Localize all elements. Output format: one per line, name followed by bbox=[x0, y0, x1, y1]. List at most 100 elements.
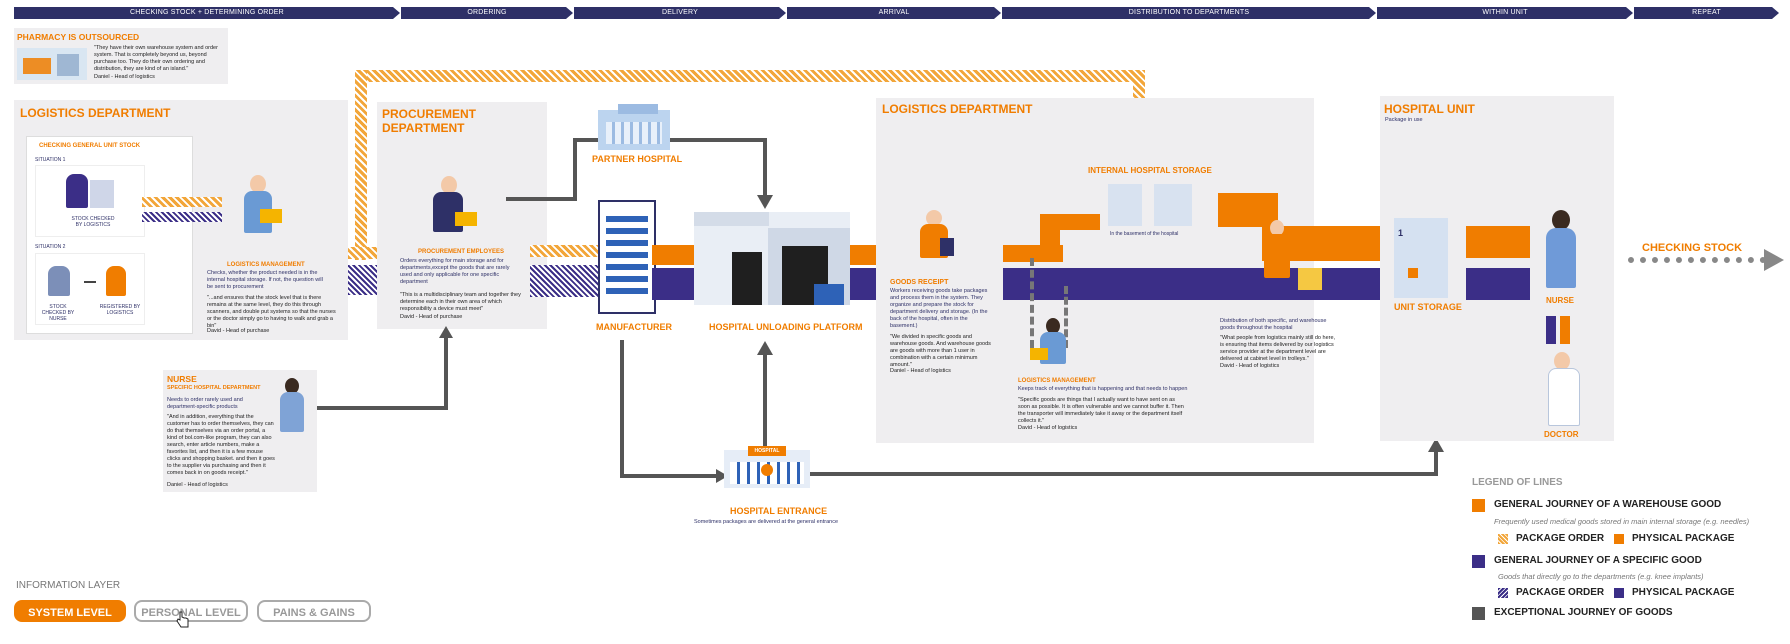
legend-exceptional-swatch bbox=[1472, 607, 1485, 620]
exceptional-line-partner-5 bbox=[763, 138, 767, 198]
system-level-button[interactable]: SYSTEM LEVEL bbox=[14, 600, 126, 622]
shelf-icon bbox=[90, 180, 114, 208]
physical-orange-4 bbox=[1218, 193, 1278, 227]
hand-cursor-icon bbox=[176, 611, 189, 628]
nurse-box: NURSE SPECIFIC HOSPITAL DEPARTMENT Needs… bbox=[163, 370, 317, 492]
registered-caption: REGISTERED BY LOGISTICS bbox=[99, 304, 141, 316]
internal-storage-text: In the basement of the hospital bbox=[1110, 231, 1179, 237]
phase-ordering: ORDERING bbox=[401, 7, 573, 19]
logistics-management-figure bbox=[1030, 318, 1078, 374]
exceptional-line-entrance-up bbox=[763, 354, 767, 452]
legend-warehouse-swatch bbox=[1472, 499, 1485, 512]
legend-physical-package-1: PHYSICAL PACKAGE bbox=[1632, 533, 1735, 544]
unit-storage-label: UNIT STORAGE bbox=[1394, 302, 1462, 312]
logistics-small-icon bbox=[106, 266, 126, 296]
manufacturer-label: MANUFACTURER bbox=[596, 322, 672, 332]
shelf-number: 1 bbox=[1398, 228, 1404, 238]
physical-orange-1 bbox=[652, 245, 696, 265]
nurse-box-author: Daniel - Head of logistics bbox=[167, 482, 228, 488]
goods-receipt-title: GOODS RECEIPT bbox=[890, 279, 949, 286]
legend-specific-title: GENERAL JOURNEY OF A SPECIFIC GOOD bbox=[1494, 555, 1702, 566]
logistics-department-title: LOGISTICS DEPARTMENT bbox=[20, 106, 171, 120]
procurement-author: David - Head of purchase bbox=[400, 314, 463, 320]
phase-delivery: DELIVERY bbox=[574, 7, 786, 19]
distribution-quote: "What people from logistics mainly still… bbox=[1220, 335, 1336, 362]
procurement-quote: "This is a multidisciplinary team and to… bbox=[400, 292, 521, 312]
internal-storage-label: INTERNAL HOSPITAL STORAGE bbox=[1088, 166, 1212, 175]
procurement-title: PROCUREMENT DEPARTMENT bbox=[382, 107, 477, 135]
repeat-checking-stock-label: CHECKING STOCK bbox=[1642, 242, 1743, 254]
logistics-mgmt-2-text: Keeps track of everything that is happen… bbox=[1018, 386, 1188, 392]
legend-specific-swatch bbox=[1472, 555, 1485, 568]
partner-hospital-label: PARTNER HOSPITAL bbox=[592, 154, 683, 164]
pharmacy-illustration bbox=[17, 48, 87, 80]
order-to-procurement-purple bbox=[348, 265, 378, 295]
legend-physical-purple-icon bbox=[1614, 588, 1624, 598]
goods-receipt-quote: "We divided in specific goods and wareho… bbox=[890, 334, 991, 368]
dashed-arrow-1 bbox=[1030, 258, 1034, 348]
hospital-sign: HOSPITAL bbox=[748, 446, 786, 456]
physical-orange-3c bbox=[1040, 214, 1100, 230]
arrow-up-unit-icon bbox=[1428, 438, 1444, 452]
nurse-figure bbox=[1538, 210, 1584, 294]
partner-hospital-building bbox=[598, 104, 670, 150]
dashed-arrow-2 bbox=[1064, 286, 1068, 348]
distribution-author: David - Head of logistics bbox=[1220, 363, 1280, 369]
logistics-mgmt-title: LOGISTICS MANAGEMENT bbox=[227, 262, 305, 268]
situation-1-frame: STOCK CHECKED BY LOGISTICS bbox=[35, 165, 145, 237]
legend-exceptional-title: EXCEPTIONAL JOURNEY OF GOODS bbox=[1494, 607, 1673, 618]
distribution-worker-figure bbox=[1258, 220, 1328, 310]
checking-stock-box: CHECKING GENERAL UNIT STOCK SITUATION 1 … bbox=[26, 136, 193, 334]
doctor-figure bbox=[1540, 352, 1586, 428]
manufacturer-building bbox=[598, 200, 656, 314]
pains-gains-button[interactable]: PAINS & GAINS bbox=[257, 600, 371, 622]
logistics-worker-icon bbox=[66, 174, 88, 208]
nurse-label: NURSE bbox=[1546, 296, 1575, 305]
logistics-department-2-title: LOGISTICS DEPARTMENT bbox=[882, 102, 1033, 116]
nurse-small-icon bbox=[48, 266, 70, 296]
unit-storage-shelf: 1 bbox=[1394, 218, 1448, 298]
repeat-arrow-icon bbox=[1764, 249, 1784, 271]
hospital-unit-title: HOSPITAL UNIT bbox=[1384, 102, 1475, 116]
goods-receipt-worker-figure bbox=[910, 210, 958, 270]
pharmacy-outsourced-box: PHARMACY IS OUTSOURCED "They have their … bbox=[14, 28, 228, 84]
phase-repeat: REPEAT bbox=[1634, 7, 1779, 19]
nurse-box-text: Needs to order rarely used and departmen… bbox=[167, 397, 243, 410]
checking-stock-title: CHECKING GENERAL UNIT STOCK bbox=[39, 143, 141, 149]
nurse-box-title: NURSE bbox=[167, 374, 197, 384]
phase-within-unit: WITHIN UNIT bbox=[1377, 7, 1633, 19]
physical-orange-unit bbox=[1466, 226, 1530, 258]
logistics-manager-figure bbox=[238, 175, 282, 255]
pharmacy-quote: "They have their own warehouse system an… bbox=[94, 45, 218, 72]
truck-icon bbox=[814, 284, 844, 305]
personal-level-button[interactable]: PERSONAL LEVEL bbox=[134, 600, 248, 622]
situation-2-label: SITUATION 2 bbox=[35, 244, 66, 250]
storage-shelf-1 bbox=[1108, 184, 1142, 226]
nurse-box-quote: "And in addition, everything that the cu… bbox=[167, 414, 275, 476]
unloading-platform-label: HOSPITAL UNLOADING PLATFORM bbox=[709, 322, 863, 332]
legend-specific-sub: Goods that directly go to the department… bbox=[1498, 572, 1704, 581]
nurse-doctor-orange bbox=[1560, 316, 1570, 344]
package-order-loop-left bbox=[355, 70, 367, 260]
information-layer-title: INFORMATION LAYER bbox=[16, 580, 121, 591]
hospital-entrance-note: Sometimes packages are delivered at the … bbox=[694, 519, 839, 525]
trolley-icon bbox=[1298, 268, 1322, 290]
logistics-mgmt-2-author: David - Head of logistics bbox=[1018, 425, 1078, 431]
doctor-label: DOCTOR bbox=[1544, 430, 1579, 439]
legend-physical-orange-icon bbox=[1614, 534, 1624, 544]
distribution-text: Distribution of both specific, and wareh… bbox=[1220, 318, 1327, 331]
unloading-platform-building bbox=[694, 212, 850, 305]
logistics-mgmt-author: David - Head of purchase bbox=[207, 328, 270, 334]
situation-1-label: SITUATION 1 bbox=[35, 157, 66, 163]
hospital-entrance-building: HOSPITAL bbox=[724, 446, 810, 488]
exceptional-line-partner-3 bbox=[573, 138, 598, 142]
exceptional-line-to-unit bbox=[810, 472, 1438, 476]
logistics-mgmt-quote: "...and ensures that the stock level tha… bbox=[207, 295, 336, 329]
legend-package-order-orange-icon bbox=[1498, 534, 1508, 544]
legend-warehouse-title: GENERAL JOURNEY OF A WAREHOUSE GOOD bbox=[1494, 499, 1722, 510]
stock-by-nurse-caption: STOCK CHECKED BY NURSE bbox=[41, 304, 75, 322]
legend-title: LEGEND OF LINES bbox=[1472, 477, 1563, 488]
arrow-up-platform-icon bbox=[757, 341, 773, 355]
logistics-mgmt-text: Checks, whether the product needed is in… bbox=[207, 270, 323, 290]
pharmacy-quote-author: Daniel - Head of logistics bbox=[94, 74, 155, 80]
